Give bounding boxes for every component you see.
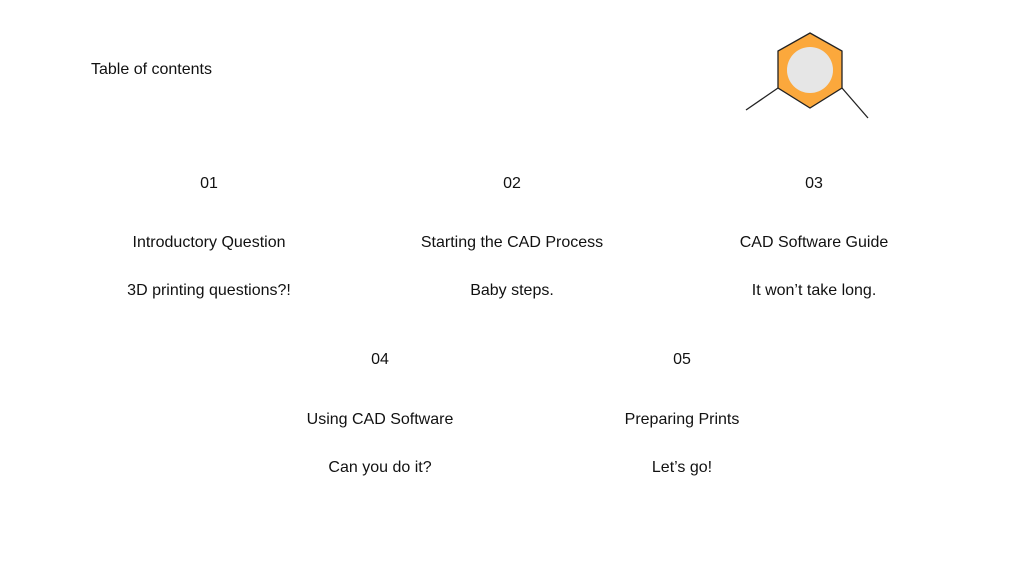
hexagon-molecule-icon (745, 32, 869, 119)
toc-heading: Preparing Prints (624, 411, 740, 428)
toc-number: 05 (673, 351, 691, 368)
toc-subtitle: 3D printing questions?! (127, 282, 291, 299)
toc-number: 02 (503, 175, 521, 192)
logo-bond-left (745, 87, 779, 111)
page-title: Table of contents (91, 61, 212, 78)
logo-circle (787, 47, 833, 93)
toc-subtitle: Baby steps. (470, 282, 554, 299)
toc-heading: Starting the CAD Process (420, 234, 604, 251)
toc-subtitle: Can you do it? (328, 459, 432, 476)
logo-bond-right (841, 87, 869, 119)
toc-subtitle: It won’t take long. (751, 282, 877, 299)
toc-heading: Introductory Question (132, 234, 286, 251)
toc-number: 03 (805, 175, 823, 192)
toc-heading: Using CAD Software (306, 411, 454, 428)
toc-subtitle: Let’s go! (651, 459, 713, 476)
toc-heading: CAD Software Guide (739, 234, 889, 251)
toc-number: 04 (371, 351, 389, 368)
toc-number: 01 (200, 175, 218, 192)
